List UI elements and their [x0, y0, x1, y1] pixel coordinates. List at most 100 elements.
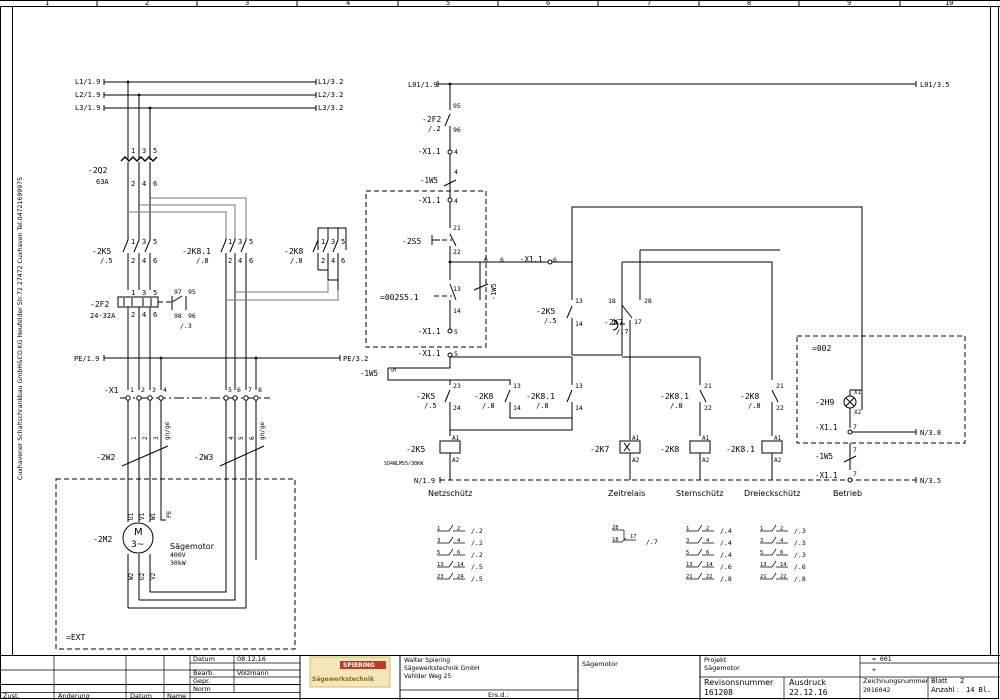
svg-text:/.4: /.4	[720, 527, 732, 535]
svg-text:Völzmann: Völzmann	[237, 669, 269, 677]
svg-text:4: 4	[228, 436, 235, 440]
svg-text:2: 2	[142, 436, 149, 440]
col-9: 9	[847, 0, 851, 7]
svg-text:-2K7: -2K7	[590, 445, 609, 454]
svg-text:gn/ge: gn/ge	[164, 422, 171, 440]
svg-text:/.2: /.2	[471, 527, 483, 535]
svg-text:U2: U2	[139, 572, 146, 580]
svg-text:24: 24	[453, 404, 461, 412]
svg-text:/.8: /.8	[196, 257, 209, 265]
f2-name: -2F2	[90, 300, 109, 309]
svg-text:= 001: = 001	[872, 655, 892, 663]
control-circuit: L01/1.9 L01/3.5 95 96 -2F2 /.2 -X1.1 4 -…	[360, 81, 966, 498]
svg-text:/.4: /.4	[720, 539, 732, 547]
svg-text:08.12.16: 08.12.16	[237, 655, 266, 663]
svg-text:V2: V2	[150, 572, 157, 580]
svg-text:=002: =002	[812, 344, 831, 353]
svg-text:6: 6	[249, 257, 253, 265]
svg-text:/.5: /.5	[100, 257, 113, 265]
svg-text:4: 4	[454, 168, 458, 176]
svg-text:Zust.: Zust.	[3, 692, 20, 700]
svg-text:gn/ge: gn/ge	[259, 422, 266, 440]
svg-text:W2: W2	[128, 572, 135, 580]
svg-text:95: 95	[453, 102, 461, 110]
svg-text:A2: A2	[632, 457, 640, 464]
svg-text:-X1.1: -X1.1	[418, 349, 441, 358]
svg-text:PE: PE	[166, 510, 173, 518]
svg-text:3~: 3~	[131, 540, 144, 550]
k5b-contact: 23 24 -2K5 /.5	[416, 382, 461, 436]
svg-text:Blatt: Blatt	[931, 677, 948, 685]
svg-text:1: 1	[760, 526, 763, 532]
svg-text:400V: 400V	[170, 551, 186, 559]
svg-text:17: 17	[634, 318, 642, 326]
svg-text:6: 6	[457, 550, 460, 556]
col-2: 2	[145, 0, 149, 7]
svg-text:-2K8.1: -2K8.1	[526, 392, 555, 401]
svg-text:Revisonsnummer: Revisonsnummer	[704, 678, 774, 687]
svg-text:SD4NLM55/30KW: SD4NLM55/30KW	[384, 461, 424, 467]
saw-motor: M 3~ -2M2 Sägemotor 400V 30kW U1 V1 W1 P…	[93, 510, 247, 609]
svg-text:-X1.1: -X1.1	[418, 327, 441, 336]
svg-text:-2F2: -2F2	[422, 115, 441, 124]
q2-rating: 63A	[96, 178, 109, 186]
svg-text:Datum: Datum	[193, 655, 215, 663]
k5-name: -2K5	[92, 247, 111, 256]
svg-text:-2H9: -2H9	[815, 398, 834, 407]
power-circuit: L1/1.9 L2/1.9 L3/1.9 L1/3.2 L2/3.2 L3/3.…	[55, 78, 368, 650]
svg-text:2: 2	[457, 526, 460, 532]
k8-main-contacts: 1 3 5 2 4 6 -2K8 /.8	[284, 227, 347, 290]
svg-text:17: 17	[630, 534, 637, 540]
svg-text:5: 5	[228, 386, 232, 394]
svg-text:/.8: /.8	[748, 402, 761, 410]
svg-text:18: 18	[608, 297, 616, 305]
svg-text:3: 3	[153, 436, 160, 440]
svg-text:5: 5	[686, 550, 689, 556]
coil-k7: A1 A2 -2K7 Zeitrelais	[590, 435, 645, 498]
col-5: 5	[446, 0, 450, 7]
svg-text:Sägemotor: Sägemotor	[582, 660, 618, 668]
svg-text:-2W3: -2W3	[194, 453, 213, 462]
svg-text:13: 13	[575, 382, 583, 390]
svg-text:6: 6	[341, 257, 345, 265]
svg-text:/.5: /.5	[544, 317, 557, 325]
svg-text:6: 6	[500, 256, 504, 264]
svg-text:28: 28	[644, 297, 652, 305]
manufacturer-side-text: Cuxhavener Schaltschrankbau GmbH&CO.KG N…	[17, 177, 24, 480]
box-002-signal: =002 -2H9 X1 X2 -X1.1 7 N/3.8	[796, 335, 966, 444]
svg-text:-2K8.1: -2K8.1	[660, 392, 689, 401]
svg-text:A1: A1	[774, 435, 782, 442]
svg-text:2: 2	[131, 257, 135, 265]
svg-text:22: 22	[780, 574, 787, 580]
svg-text:5: 5	[238, 436, 245, 440]
svg-text:6: 6	[153, 180, 157, 188]
svg-text:2: 2	[131, 180, 135, 188]
svg-text:14: 14	[706, 562, 713, 568]
xref-table-k81: 1 2 /.3 3 4 /.3 5 6 /.3 13 14 /.6 21 22 …	[760, 524, 806, 583]
svg-text:6: 6	[780, 550, 783, 556]
svg-text:-2K8: -2K8	[474, 392, 493, 401]
svg-text:4: 4	[457, 538, 461, 544]
supply-l2: L2/1.9	[75, 91, 100, 99]
svg-text:22: 22	[453, 248, 461, 256]
svg-text:95: 95	[188, 288, 196, 296]
svg-text:-2K5: -2K5	[416, 392, 435, 401]
svg-text:Netzschütz: Netzschütz	[428, 489, 472, 498]
svg-text:2016042: 2016042	[863, 686, 890, 694]
svg-text:=002S5.1: =002S5.1	[380, 293, 419, 302]
svg-text:Zeitrelais: Zeitrelais	[608, 489, 645, 498]
svg-text:2: 2	[228, 257, 232, 265]
svg-text:/.8: /.8	[794, 575, 806, 583]
svg-text:3: 3	[686, 538, 689, 544]
supply-out-l1: L1/3.2	[318, 78, 343, 86]
svg-text:21: 21	[686, 574, 693, 580]
svg-text:2: 2	[141, 386, 145, 394]
svg-text:W1: W1	[150, 512, 157, 520]
svg-text:22: 22	[706, 574, 713, 580]
svg-text:4: 4	[142, 257, 146, 265]
pe-out: PE/3.2	[343, 355, 368, 363]
svg-text:-2W2: -2W2	[96, 453, 115, 462]
svg-text:3: 3	[437, 538, 440, 544]
svg-text:/.7: /.7	[616, 328, 629, 336]
